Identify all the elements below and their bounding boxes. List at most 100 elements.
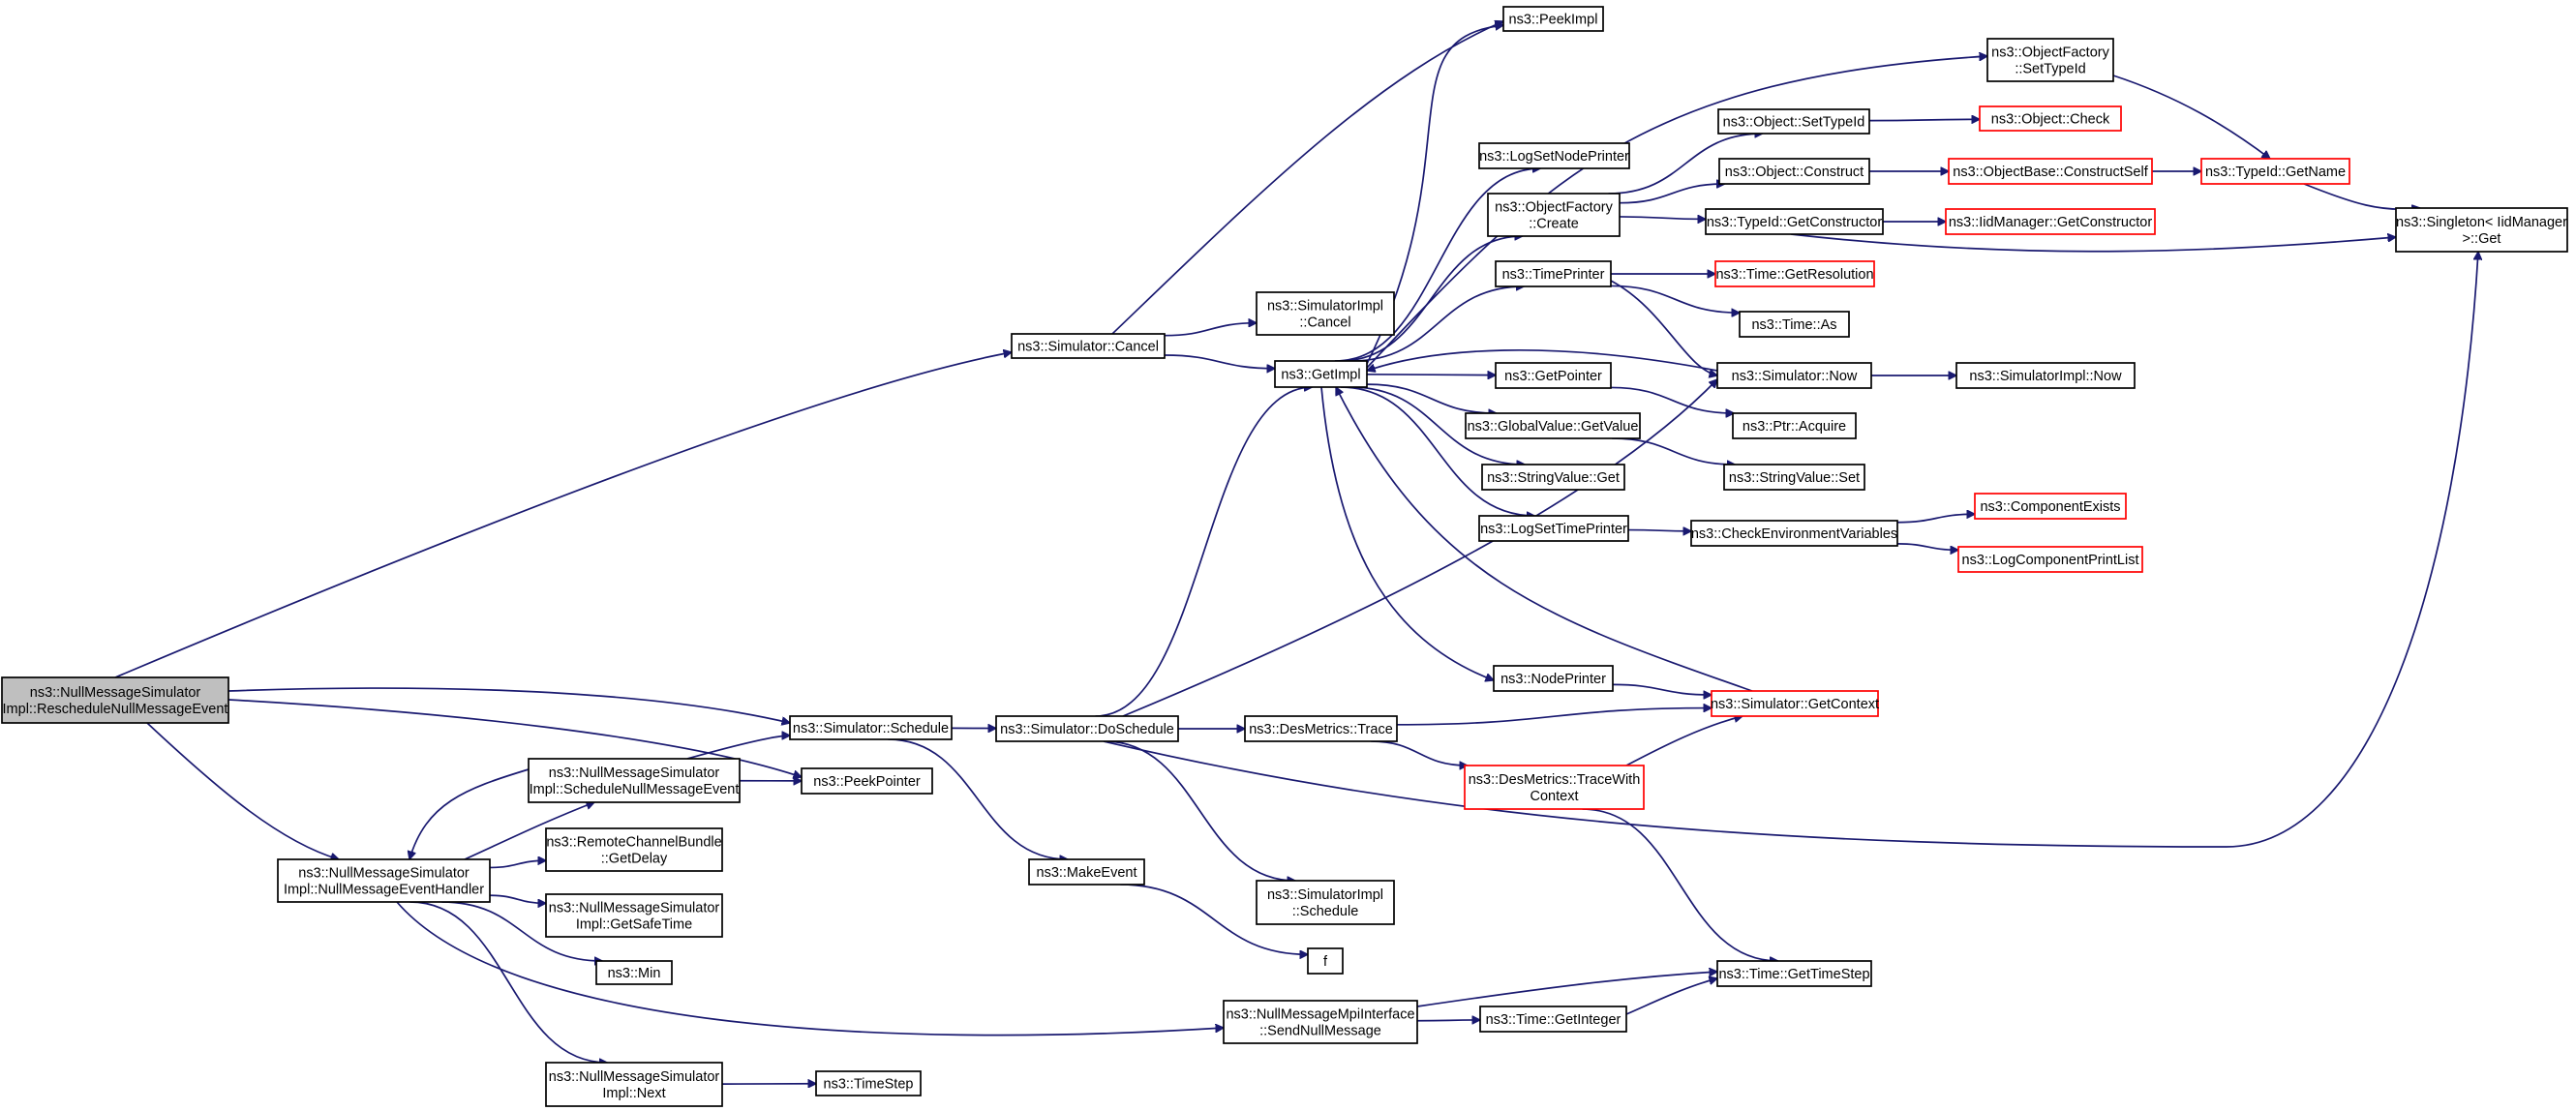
graph-node-rcbdelay[interactable]: ns3::RemoteChannelBundle::GetDelay bbox=[545, 827, 723, 872]
call-edge-simnow-to-getimpl bbox=[1367, 348, 1718, 371]
call-edge-tracewith-to-gettimestep bbox=[1582, 808, 1777, 961]
node-label: ns3::TypeId::GetName bbox=[2205, 165, 2346, 180]
graph-node-svset[interactable]: ns3::StringValue::Set bbox=[1723, 464, 1865, 491]
graph-node-ofsettypeid[interactable]: ns3::ObjectFactory::SetTypeId bbox=[1986, 38, 2114, 82]
call-edge-destrace-to-getcontext bbox=[1396, 708, 1712, 726]
graph-node-destrace[interactable]: ns3::DesMetrics::Trace bbox=[1244, 715, 1398, 742]
node-label: ns3::Time::As bbox=[1751, 317, 1836, 333]
node-box bbox=[1274, 360, 1368, 388]
node-label: ns3::CheckEnvironmentVariables bbox=[1691, 526, 1897, 542]
node-box bbox=[1481, 464, 1625, 491]
node-label: ns3::Ptr::Acquire bbox=[1743, 419, 1846, 435]
node-box bbox=[1948, 158, 2153, 185]
node-layer: ns3::NullMessageSimulator Impl::Reschedul… bbox=[1, 6, 2568, 1107]
graph-node-logsetnode[interactable]: ns3::LogSetNodePrinter bbox=[1478, 142, 1630, 169]
call-edge-ofsettypeid-to-typeidgetname bbox=[2112, 75, 2270, 159]
graph-node-cancel[interactable]: ns3::Simulator::Cancel bbox=[1011, 333, 1166, 359]
node-box bbox=[1945, 208, 2156, 235]
node-box bbox=[1478, 515, 1629, 542]
graph-node-getpointer[interactable]: ns3::GetPointer bbox=[1495, 362, 1612, 389]
graph-node-logcomplist[interactable]: ns3::LogComponentPrintList bbox=[1957, 546, 2143, 573]
node-label: ns3::Object::Check bbox=[1991, 112, 2110, 128]
graph-node-nmeh[interactable]: ns3::NullMessageSimulatorImpl::NullMessa… bbox=[277, 858, 491, 903]
graph-node-getconstructor[interactable]: ns3::TypeId::GetConstructor bbox=[1705, 208, 1884, 235]
graph-node-peekptr[interactable]: ns3::PeekPointer bbox=[801, 767, 933, 795]
graph-node-constructself[interactable]: ns3::ObjectBase::ConstructSelf bbox=[1948, 158, 2153, 185]
node-box bbox=[1465, 412, 1641, 439]
node-label: ::Schedule bbox=[1292, 904, 1359, 919]
node-label: ns3::Time::GetTimeStep bbox=[1718, 967, 1869, 982]
graph-node-getcontext[interactable]: ns3::Simulator::GetContext bbox=[1711, 690, 1879, 717]
node-box bbox=[2200, 158, 2350, 185]
call-edge-getimpl-to-nodeprinter bbox=[1320, 386, 1494, 680]
graph-node-gvgetvalue[interactable]: ns3::GlobalValue::GetValue bbox=[1465, 412, 1641, 439]
node-label: ns3::DesMetrics::Trace bbox=[1249, 722, 1393, 737]
graph-node-reschedule[interactable]: ns3::NullMessageSimulatorImpl::Reschedul… bbox=[1, 676, 229, 724]
node-box bbox=[545, 1062, 723, 1107]
graph-node-ptracquire[interactable]: ns3::Ptr::Acquire bbox=[1732, 412, 1857, 439]
graph-node-timestep[interactable]: ns3::TimeStep bbox=[815, 1070, 922, 1096]
call-edge-ofcreate-to-objsettypeid bbox=[1608, 134, 1763, 195]
call-edge-reschedule-to-peekptr bbox=[227, 699, 802, 777]
graph-node-objcheck[interactable]: ns3::Object::Check bbox=[1979, 105, 2122, 132]
graph-node-siimplnow[interactable]: ns3::SimulatorImpl::Now bbox=[1955, 362, 2136, 389]
node-label: ns3::ObjectFactory bbox=[1495, 200, 1613, 216]
node-label: ns3::TypeId::GetConstructor bbox=[1707, 215, 1883, 230]
graph-node-logsettime[interactable]: ns3::LogSetTimePrinter bbox=[1478, 515, 1629, 542]
call-edge-getpointer-to-ptracquire bbox=[1610, 386, 1734, 413]
call-edge-objsettypeid-to-objcheck bbox=[1868, 119, 1980, 120]
call-edge-destrace-to-tracewith bbox=[1371, 740, 1468, 766]
graph-node-f[interactable]: f bbox=[1307, 947, 1344, 975]
node-label: ns3::Simulator::DoSchedule bbox=[1000, 722, 1174, 737]
call-edge-reschedule-to-cancel bbox=[114, 352, 1012, 678]
node-box bbox=[1690, 520, 1898, 547]
graph-node-min[interactable]: ns3::Min bbox=[595, 960, 673, 985]
graph-node-snme[interactable]: ns3::NullMessageSimulatorImpl::ScheduleN… bbox=[528, 758, 741, 803]
graph-node-makeevent[interactable]: ns3::MakeEvent bbox=[1028, 858, 1145, 886]
graph-node-ofcreate[interactable]: ns3::ObjectFactory::Create bbox=[1487, 193, 1621, 237]
node-box bbox=[1979, 105, 2122, 132]
graph-node-simnow[interactable]: ns3::Simulator::Now bbox=[1716, 362, 1872, 389]
graph-node-objconstruct[interactable]: ns3::Object::Construct bbox=[1718, 158, 1870, 185]
graph-node-typeidgetname[interactable]: ns3::TypeId::GetName bbox=[2200, 158, 2350, 185]
graph-node-siimplcancel[interactable]: ns3::SimulatorImpl::Cancel bbox=[1256, 291, 1395, 336]
node-label: ns3::DesMetrics::TraceWith bbox=[1469, 772, 1641, 788]
graph-node-schedule[interactable]: ns3::Simulator::Schedule bbox=[789, 715, 953, 740]
node-label: ns3::TimePrinter bbox=[1502, 267, 1605, 283]
node-label: ns3::PeekImpl bbox=[1509, 13, 1598, 28]
graph-node-timeprinter[interactable]: ns3::TimePrinter bbox=[1495, 260, 1612, 287]
node-label: ns3::NullMessageSimulator bbox=[549, 766, 720, 781]
node-box bbox=[1028, 858, 1145, 886]
call-edge-doschedule-to-getimpl bbox=[1095, 387, 1313, 717]
graph-node-timeas[interactable]: ns3::Time::As bbox=[1739, 311, 1850, 338]
node-box bbox=[1739, 311, 1850, 338]
graph-node-checkenv[interactable]: ns3::CheckEnvironmentVariables bbox=[1690, 520, 1898, 547]
graph-node-siimplschedule[interactable]: ns3::SimulatorImpl::Schedule bbox=[1256, 880, 1395, 925]
call-edge-getimpl-to-logsettime bbox=[1340, 386, 1535, 516]
node-box bbox=[815, 1070, 922, 1096]
node-label: >::Get bbox=[2463, 231, 2501, 247]
node-label: Impl::RescheduleNullMessageEvent bbox=[3, 702, 228, 717]
graph-node-svget[interactable]: ns3::StringValue::Get bbox=[1481, 464, 1625, 491]
graph-node-peekimpl[interactable]: ns3::PeekImpl bbox=[1502, 6, 1604, 32]
graph-node-compexists[interactable]: ns3::ComponentExists bbox=[1974, 493, 2127, 520]
graph-node-iidgetconstructor[interactable]: ns3::IidManager::GetConstructor bbox=[1945, 208, 2156, 235]
call-edge-nmpi-to-getinteger bbox=[1416, 1020, 1480, 1021]
graph-node-singleton[interactable]: ns3::Singleton< IidManager >::Get bbox=[2395, 207, 2568, 253]
graph-node-doschedule[interactable]: ns3::Simulator::DoSchedule bbox=[995, 715, 1179, 742]
graph-node-nodeprinter[interactable]: ns3::NodePrinter bbox=[1493, 665, 1614, 692]
graph-node-safetime[interactable]: ns3::NullMessageSimulatorImpl::GetSafeTi… bbox=[545, 893, 723, 938]
graph-node-gettimestep[interactable]: ns3::Time::GetTimeStep bbox=[1716, 960, 1872, 987]
node-box bbox=[1256, 880, 1395, 925]
graph-node-getinteger[interactable]: ns3::Time::GetInteger bbox=[1479, 1006, 1627, 1033]
graph-node-getresolution[interactable]: ns3::Time::GetResolution bbox=[1714, 260, 1875, 287]
graph-node-getimpl[interactable]: ns3::GetImpl bbox=[1274, 360, 1368, 388]
graph-node-objsettypeid[interactable]: ns3::Object::SetTypeId bbox=[1717, 108, 1870, 135]
node-box bbox=[1307, 947, 1344, 975]
node-box bbox=[1478, 142, 1630, 169]
node-box bbox=[1718, 158, 1870, 185]
call-edge-getimpl-to-gvgetvalue bbox=[1366, 383, 1497, 413]
graph-node-nmpi[interactable]: ns3::NullMessageMpiInterface::SendNullMe… bbox=[1223, 1000, 1418, 1044]
